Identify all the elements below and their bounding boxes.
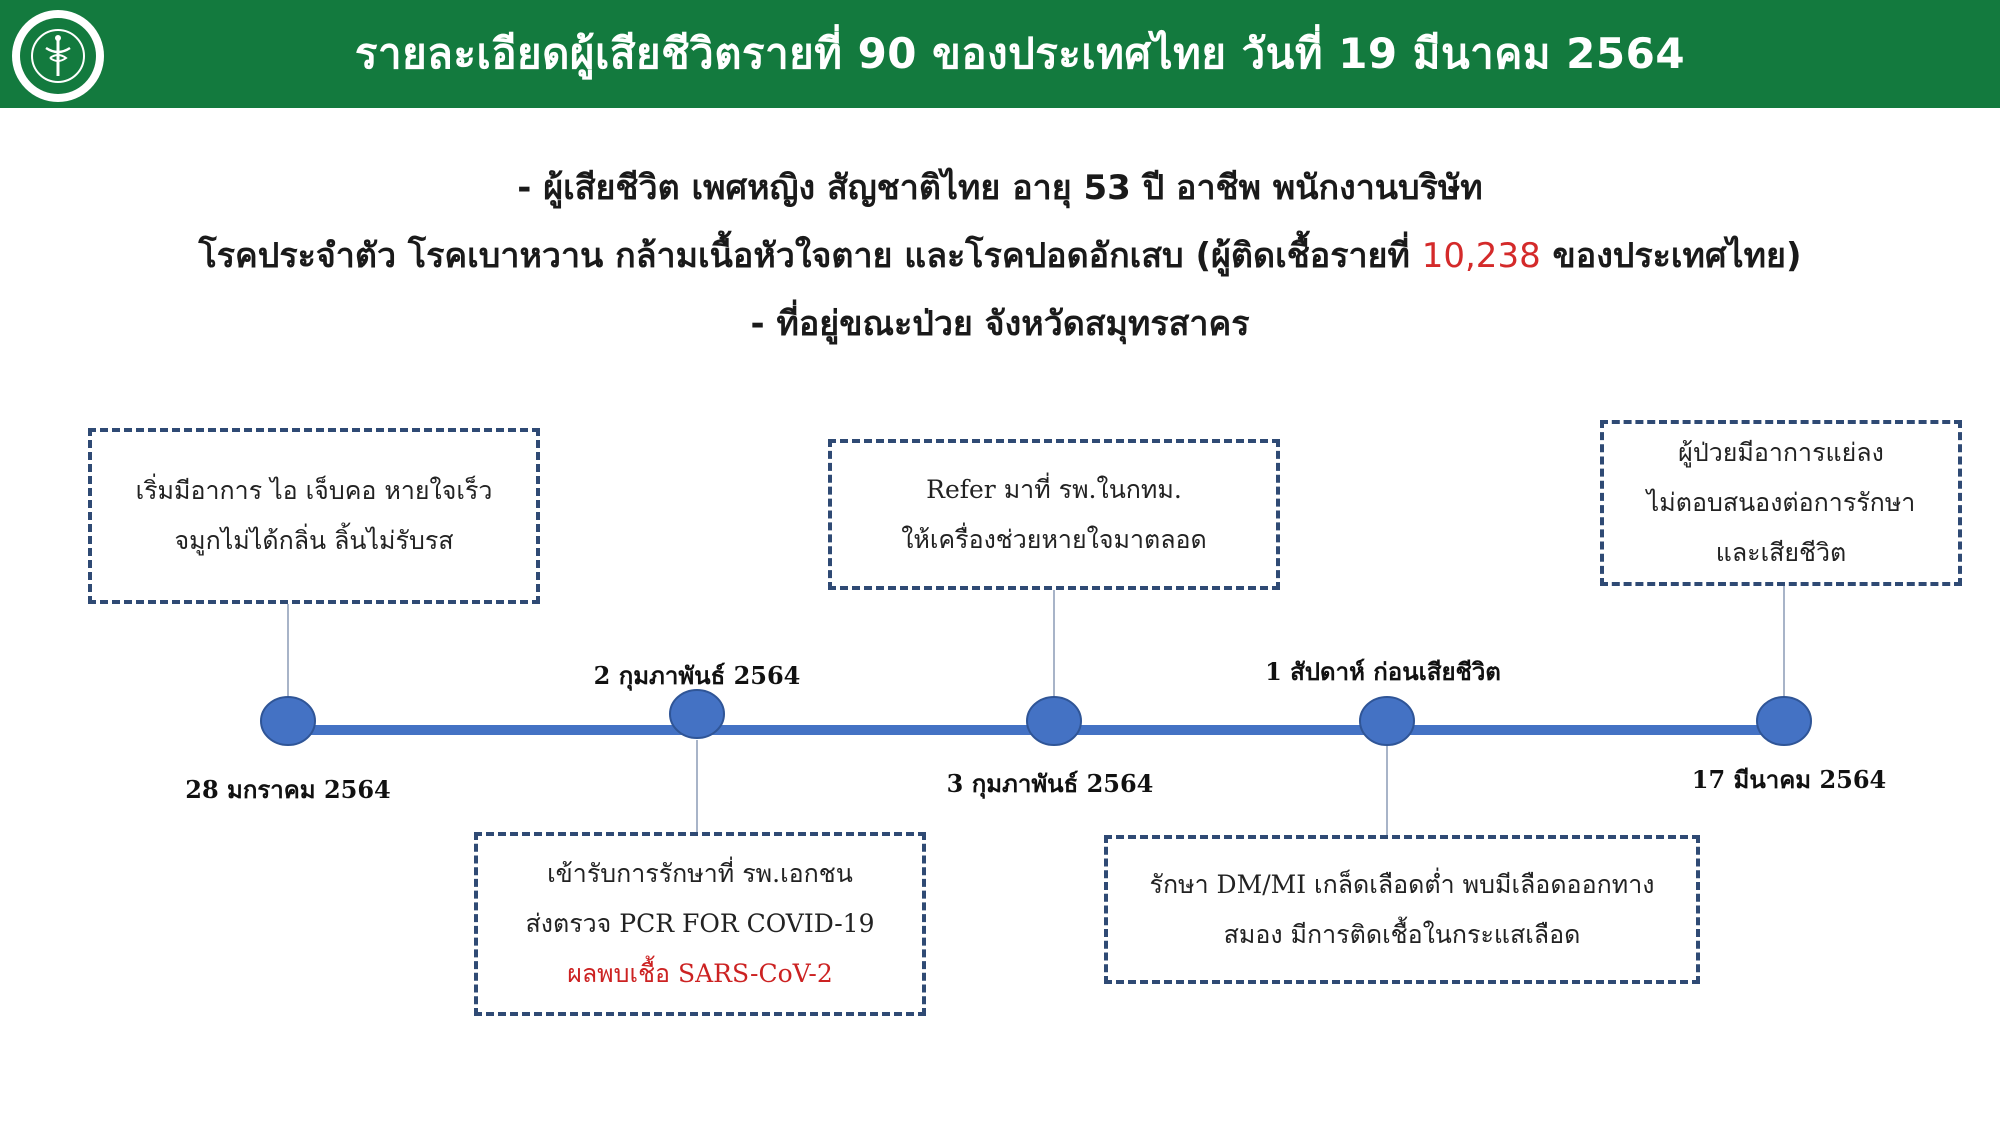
event-5-line-1: ผู้ป่วยมีอาการแย่ลง xyxy=(1678,438,1884,467)
event-5-line-3: และเสียชีวิต xyxy=(1715,538,1847,567)
event-4-line-2: สมอง มีการติดเชื้อในกระแสเลือด xyxy=(1223,919,1581,949)
event-2-line-1: เข้ารับการรักษาที่ รพ.เอกชน xyxy=(547,859,853,888)
event-box-4: รักษา DM/MI เกล็ดเลือดต่ำ พบมีเลือดออกทา… xyxy=(1104,835,1700,984)
event-box-5: ผู้ป่วยมีอาการแย่ลง ไม่ตอบสนองต่อการรักษ… xyxy=(1600,420,1962,586)
summary-line-2: โรคประจำตัว โรคเบาหวาน กล้ามเนื้อหัวใจตา… xyxy=(0,228,2000,282)
date-label-1: 28 มกราคม 2564 xyxy=(185,775,391,804)
summary-line-3: - ที่อยู่ขณะป่วย จังหวัดสมุทรสาคร xyxy=(750,304,1250,344)
event-5-line-2: ไม่ตอบสนองต่อการรักษา xyxy=(1646,488,1916,517)
header-bar: รายละเอียดผู้เสียชีวิตรายที่ 90 ของประเท… xyxy=(0,0,2000,108)
timeline-node-5 xyxy=(1756,696,1812,746)
event-3-line-2: ให้เครื่องช่วยหายใจมาตลอด xyxy=(901,524,1207,554)
event-box-3: Refer มาที่ รพ.ในกทม. ให้เครื่องช่วยหายใ… xyxy=(828,439,1280,590)
timeline-node-4 xyxy=(1359,696,1415,746)
summary-line-1: - ผู้เสียชีวิต เพศหญิง สัญชาติไทย อายุ 5… xyxy=(517,168,1483,208)
date-label-3: 3 กุมภาพันธ์ 2564 xyxy=(946,769,1154,798)
event-4-line-1: รักษา DM/MI เกล็ดเลือดต่ำ พบมีเลือดออกทา… xyxy=(1149,869,1655,899)
event-2-line-2: ส่งตรวจ PCR FOR COVID-19 xyxy=(525,909,875,938)
event-1-line-1: เริ่มมีอาการ ไอ เจ็บคอ หายใจเร็ว xyxy=(135,476,493,505)
timeline-node-3 xyxy=(1026,696,1082,746)
summary-line-2-post: ของประเทศไทย) xyxy=(1540,236,1802,276)
timeline-node-1 xyxy=(260,696,316,746)
case-number-highlight: 10,238 xyxy=(1421,236,1541,276)
timeline-node-2 xyxy=(669,689,725,739)
event-box-2: เข้ารับการรักษาที่ รพ.เอกชน ส่งตรวจ PCR … xyxy=(474,832,926,1016)
summary-line-2-pre: โรคประจำตัว โรคเบาหวาน กล้ามเนื้อหัวใจตา… xyxy=(198,236,1422,276)
event-box-1: เริ่มมีอาการ ไอ เจ็บคอ หายใจเร็ว จมูกไม่… xyxy=(88,428,540,604)
event-3-line-1: Refer มาที่ รพ.ในกทม. xyxy=(926,474,1182,504)
ministry-logo-icon xyxy=(12,10,104,102)
date-label-5: 17 มีนาคม 2564 xyxy=(1691,765,1887,794)
event-1-line-2: จมูกไม่ได้กลิ่น ลิ้นไม่รับรส xyxy=(174,526,454,555)
event-2-result: ผลพบเชื้อ SARS-CoV-2 xyxy=(567,959,833,988)
date-label-2: 2 กุมภาพันธ์ 2564 xyxy=(593,661,801,690)
date-label-4: 1 สัปดาห์ ก่อนเสียชีวิต xyxy=(1265,657,1501,686)
page-title: รายละเอียดผู้เสียชีวิตรายที่ 90 ของประเท… xyxy=(354,29,1686,78)
